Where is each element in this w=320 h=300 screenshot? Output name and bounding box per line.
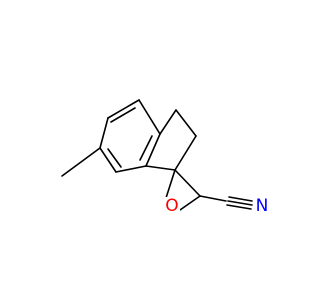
- bond-methyl: [61, 147, 101, 177]
- bond-ring-c3-c4-inner: [107, 148, 122, 168]
- structure-canvas: O N: [61, 99, 270, 216]
- bond-triple-2: [228, 196, 253, 202]
- bond-ch2-a: [159, 109, 177, 135]
- bond-ring-c6-c1: [138, 99, 161, 135]
- bond-triple-1: [227, 200, 253, 206]
- bond-oxygen-epoxide-c: [179, 195, 201, 211]
- bond-ring-c5-c6-inner: [139, 135, 153, 161]
- bond-ring-c3-c4: [99, 147, 117, 173]
- bond-triple-3: [226, 204, 252, 210]
- bond-ring-c5-c6: [145, 133, 161, 167]
- bond-spiro-oxygen: [165, 169, 176, 199]
- bond-spiro-epoxide-c: [174, 169, 201, 197]
- bond-ch2-b: [175, 109, 197, 137]
- nitrogen-atom-label: N: [256, 196, 269, 216]
- molecule-diagram: O N: [61, 99, 270, 216]
- nitrogen-label-bg: [254, 197, 270, 215]
- bond-ring-c4-c5: [115, 165, 147, 173]
- bond-aryl-spiro: [145, 165, 176, 171]
- oxygen-atom-label: O: [165, 196, 178, 216]
- bond-epoxide-nitrile: [199, 195, 227, 202]
- bond-ch2-spiro: [174, 135, 197, 171]
- bond-ring-c2-c3: [99, 117, 109, 149]
- bond-ring-c1-c2: [107, 99, 140, 119]
- bond-ring-c1-c2-inner: [110, 107, 136, 123]
- oxygen-label-bg: [164, 197, 180, 215]
